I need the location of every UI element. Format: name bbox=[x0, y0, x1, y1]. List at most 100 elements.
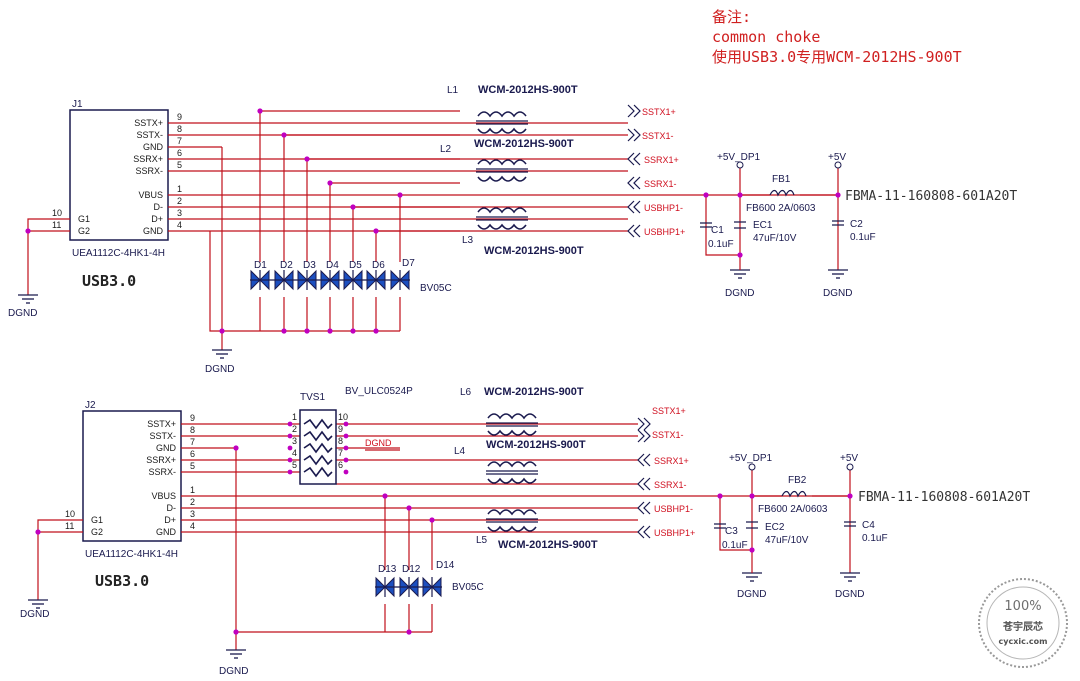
j2-pin-num: 5 bbox=[190, 461, 195, 471]
choke-part: WCM-2012HS-900T bbox=[484, 386, 584, 398]
choke-l2 bbox=[476, 159, 528, 182]
connector-j2-ref: J2 bbox=[85, 400, 96, 411]
j2-pin-name: GND bbox=[156, 443, 177, 453]
top-circuit: J1 UEA1112C-4HK1-4H USB3.0 SSTX+ SSTX- G… bbox=[8, 84, 1017, 375]
diode-array-top bbox=[250, 269, 410, 291]
j1-pin-name: VBUS bbox=[138, 190, 163, 200]
j2-pin-name: SSTX- bbox=[149, 431, 176, 441]
diode-part: BV05C bbox=[452, 582, 484, 593]
j1-pin-num: 3 bbox=[177, 208, 182, 218]
j2-shield-num: 11 bbox=[65, 521, 74, 531]
cap-ref: C2 bbox=[850, 219, 863, 230]
j2-pin-name: VBUS bbox=[151, 491, 176, 501]
tvs-pin: 9 bbox=[338, 424, 343, 434]
choke-l1 bbox=[476, 111, 528, 134]
diode-ref: D7 bbox=[402, 258, 415, 269]
j1-shield-name: G2 bbox=[78, 226, 90, 236]
connector-j1-ref: J1 bbox=[72, 99, 83, 110]
tvs-pin: 7 bbox=[338, 448, 343, 458]
choke-part: WCM-2012HS-900T bbox=[498, 539, 598, 551]
tvs-pin: 6 bbox=[338, 460, 343, 470]
note-title: 备注: bbox=[712, 8, 751, 26]
tvs-pin: 8 bbox=[338, 436, 343, 446]
j1-pin-name: SSTX+ bbox=[134, 118, 163, 128]
net-label: SSRX1+ bbox=[644, 155, 679, 165]
net-label: SSTX1+ bbox=[642, 107, 676, 117]
gnd-label: DGND bbox=[835, 589, 864, 600]
j2-pin-name: D+ bbox=[164, 515, 176, 525]
j1-pin-name: GND bbox=[143, 142, 164, 152]
ground-symbol bbox=[18, 269, 848, 359]
connector-j1-part: UEA1112C-4HK1-4H bbox=[72, 248, 165, 259]
cap-ref: C1 bbox=[711, 225, 724, 236]
diode-ref: D3 bbox=[303, 260, 316, 271]
j1-pin-name: D- bbox=[154, 202, 164, 212]
j2-pin-num: 9 bbox=[190, 413, 195, 423]
diode-ref: D14 bbox=[436, 560, 455, 571]
watermark-seal: 100% 苍宇辰芯 cycxic.com bbox=[978, 578, 1068, 668]
net-label: SSRX1- bbox=[644, 179, 677, 189]
watermark-name: 苍宇辰芯 bbox=[1002, 620, 1043, 633]
ferrite-part: FB600 2A/0603 bbox=[758, 504, 828, 515]
choke-part: WCM-2012HS-900T bbox=[478, 84, 578, 96]
net-label: USBHP1+ bbox=[654, 528, 695, 538]
ferrite-part: FB600 2A/0603 bbox=[746, 203, 816, 214]
connector-j2-part: UEA1112C-4HK1-4H bbox=[85, 549, 178, 560]
j1-shield-num: 10 bbox=[52, 208, 62, 218]
net-flags-top bbox=[627, 104, 641, 238]
j1-pin-num: 6 bbox=[177, 148, 182, 158]
watermark-percent: 100% bbox=[1004, 599, 1041, 614]
diode-ref: D12 bbox=[402, 564, 421, 575]
choke-ref: L6 bbox=[460, 387, 472, 398]
net-label: SSTX1+ bbox=[652, 406, 686, 416]
gnd-label: DGND bbox=[205, 364, 234, 375]
j1-pin-name: D+ bbox=[151, 214, 163, 224]
j1-pin-num: 9 bbox=[177, 112, 182, 122]
j1-shield-num: 11 bbox=[52, 220, 61, 230]
net-label: SSRX1- bbox=[654, 480, 687, 490]
cap-value: 0.1uF bbox=[850, 232, 876, 243]
diode-ref: D5 bbox=[349, 260, 362, 271]
j1-pin-num: 5 bbox=[177, 160, 182, 170]
ground-symbol bbox=[28, 572, 860, 659]
j2-pin-name: SSRX- bbox=[148, 467, 176, 477]
j2-pin-name: SSTX+ bbox=[147, 419, 176, 429]
connector-j2-body bbox=[82, 410, 182, 542]
cap-ref: C4 bbox=[862, 520, 875, 531]
choke-part: WCM-2012HS-900T bbox=[484, 245, 584, 257]
diode-array-bottom bbox=[375, 576, 442, 598]
j2-pin-name: GND bbox=[156, 527, 177, 537]
j2-pin-name: D- bbox=[167, 503, 177, 513]
j1-pin-name: SSTX- bbox=[136, 130, 163, 140]
tvs-pin: 4 bbox=[292, 448, 297, 458]
diode-ref: D4 bbox=[326, 260, 339, 271]
connector-j1-caption: USB3.0 bbox=[82, 272, 136, 290]
j2-pin-name: SSRX+ bbox=[146, 455, 176, 465]
diode-ref: D1 bbox=[254, 260, 267, 271]
j2-pin-num: 3 bbox=[190, 509, 195, 519]
ferrite-ref: FB1 bbox=[772, 174, 791, 185]
j2-shield-name: G2 bbox=[91, 527, 103, 537]
gnd-label: DGND bbox=[725, 288, 754, 299]
j1-pin-name: SSRX+ bbox=[133, 154, 163, 164]
note-line-2: 使用USB3.0专用WCM-2012HS-900T bbox=[712, 48, 962, 66]
j2-shield-num: 10 bbox=[65, 509, 75, 519]
choke-ref: L3 bbox=[462, 235, 474, 246]
watermark-url: cycxic.com bbox=[999, 637, 1048, 646]
tvs-pin: 10 bbox=[338, 412, 348, 422]
tvs-ref: TVS1 bbox=[300, 392, 325, 403]
choke-l6 bbox=[486, 413, 538, 436]
net-flags-bottom bbox=[637, 417, 651, 539]
net-label: USBHP1+ bbox=[644, 227, 685, 237]
net-label: USBHP1- bbox=[644, 203, 683, 213]
j2-pin-num: 1 bbox=[190, 485, 195, 495]
j1-pin-name: SSRX- bbox=[135, 166, 163, 176]
power-in: +5V_DP1 bbox=[717, 152, 761, 163]
j1-pin-name: GND bbox=[143, 226, 164, 236]
cap-ref: EC1 bbox=[753, 220, 773, 231]
j2-pin-num: 6 bbox=[190, 449, 195, 459]
net-label: USBHP1- bbox=[654, 504, 693, 514]
tvs-gnd-net: DGND bbox=[365, 438, 392, 448]
diode-ref: D2 bbox=[280, 260, 293, 271]
note-line-1: common choke bbox=[712, 28, 820, 46]
